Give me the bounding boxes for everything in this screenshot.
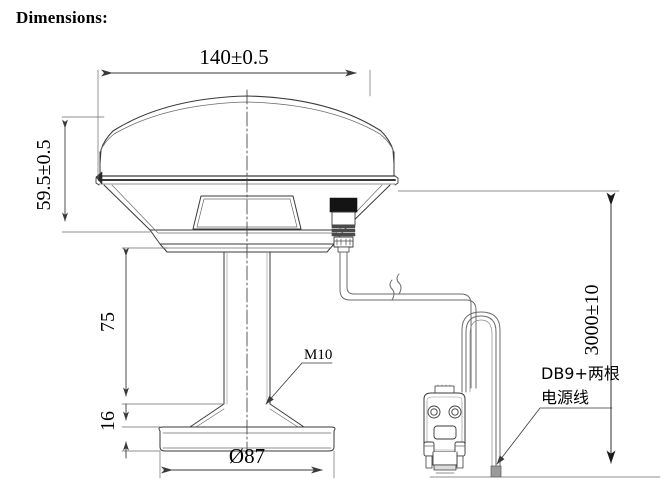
callout-label-db9-line1: DB9+两根 <box>541 364 620 383</box>
dimension-label-dome-height: 59.5±0.5 <box>33 140 55 211</box>
dimension-label-base-diameter: Ø87 <box>229 444 265 468</box>
dimension-mast-height <box>121 247 225 405</box>
mast-pole <box>223 251 271 405</box>
page-title: Dimensions: <box>16 8 108 27</box>
dimension-cable-length <box>397 190 661 478</box>
dimension-overall-width <box>97 69 371 181</box>
callout-label-m10: M10 <box>304 347 332 363</box>
dimension-label-overall-width: 140±0.5 <box>199 45 268 69</box>
db9-connector <box>423 384 466 474</box>
dimension-base-thickness <box>121 403 161 459</box>
callout-db9-leader <box>496 407 613 465</box>
dimension-label-mast-height: 75 <box>97 312 119 332</box>
dimension-label-base-thickness: 16 <box>97 411 119 431</box>
antenna-cable-connector <box>329 197 358 253</box>
dimension-label-cable-length: 3000±10 <box>581 285 603 356</box>
callout-m10-thread <box>265 362 333 405</box>
callout-label-db9-line2: 电源线 <box>541 388 589 407</box>
antenna-cable <box>339 251 502 478</box>
dimension-base-diameter <box>159 450 335 479</box>
dimension-dome-height <box>61 116 151 233</box>
